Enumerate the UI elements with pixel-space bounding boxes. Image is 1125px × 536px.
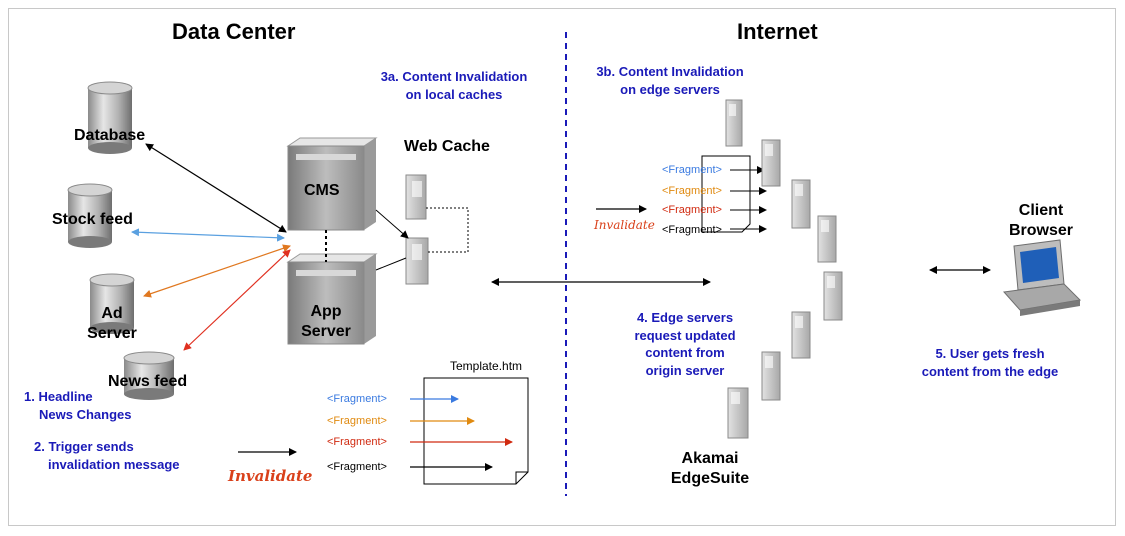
web-cache-label: Web Cache	[404, 138, 490, 155]
news-feed-label: News feed	[108, 373, 188, 390]
client-label-line2: Browser	[1008, 222, 1074, 239]
step-4-line1: 4. Edge servers	[636, 310, 734, 325]
akamai-label-line2: EdgeSuite	[670, 470, 750, 487]
edge-server-icon	[761, 139, 781, 187]
step-3a-line1: 3a. Content Invalidation	[380, 69, 528, 84]
app-to-cache-line	[375, 257, 407, 271]
step-3a-line2: on local caches	[405, 86, 503, 102]
step-2-line1: 2. Trigger sends	[34, 439, 134, 454]
client-computer-icon	[1003, 239, 1082, 316]
edge-server-icon	[761, 351, 781, 401]
cms-server-icon	[286, 137, 378, 231]
step-2-line2: invalidation message	[48, 456, 180, 472]
news-feed-cylinder-icon	[123, 351, 175, 400]
step-3b-caption: 3b. Content Invalidation on edge servers	[580, 63, 760, 98]
edge-server-icon	[823, 271, 843, 321]
edge-server-icon	[727, 387, 749, 439]
edge-fragment-1: <Fragment>	[662, 164, 722, 176]
step-5-caption: 5. User gets fresh content from the edge	[900, 345, 1080, 380]
news-feed-link-arrow	[183, 249, 291, 351]
step-4-line2: request updated	[634, 327, 736, 343]
stock-feed-cylinder-icon	[67, 183, 113, 248]
template-fragment-3: <Fragment>	[327, 436, 387, 448]
stock-feed-link-arrow	[131, 228, 285, 242]
ad-server-label-line1: Ad	[101, 305, 123, 322]
template-fragment-2: <Fragment>	[327, 415, 387, 427]
diagram-frame	[8, 8, 1116, 526]
akamai-edgesuite-label: Akamai EdgeSuite	[655, 449, 765, 489]
client-browser-label: Client Browser	[1004, 201, 1078, 241]
step-4-caption: 4. Edge servers request updated content …	[620, 309, 750, 379]
edge-fragment-2: <Fragment>	[662, 185, 722, 197]
client-label-line1: Client	[1018, 202, 1064, 219]
step-5-line2: content from the edge	[921, 363, 1059, 379]
data-center-heading: Data Center	[172, 19, 296, 44]
ad-server-label-line2: Server	[87, 325, 137, 342]
edge-server-icon	[791, 179, 811, 229]
template-filename: Template.htm	[450, 359, 523, 373]
app-server-label-line1: App	[310, 303, 342, 320]
web-cache-server-icon	[405, 237, 429, 285]
step-2-caption: 2. Trigger sends invalidation message	[34, 438, 180, 473]
step-3b-line2: on edge servers	[620, 81, 720, 97]
step-1-line1: 1. Headline	[24, 389, 93, 404]
edge-server-icon	[791, 311, 811, 359]
step-3b-line1: 3b. Content Invalidation	[596, 64, 744, 79]
app-server-label: App Server	[294, 302, 358, 342]
template-fragment-1: <Fragment>	[327, 393, 387, 405]
cms-to-cache-arrow	[375, 209, 409, 239]
database-cylinder-icon	[87, 81, 133, 154]
app-server-label-line2: Server	[301, 323, 351, 340]
template-document-icon	[423, 377, 529, 485]
step-3a-caption: 3a. Content Invalidation on local caches	[364, 68, 544, 103]
edge-fragment-4: <Fragment>	[662, 224, 722, 236]
template-fragment-4: <Fragment>	[327, 461, 387, 473]
web-cache-server-icon	[405, 174, 427, 220]
step-4-line4: origin server	[645, 362, 725, 378]
web-cache-dotted-link	[426, 207, 469, 253]
app-server-icon	[286, 253, 378, 345]
database-link-arrow	[145, 143, 287, 233]
step-1-line2: News Changes	[39, 406, 132, 422]
internet-heading: Internet	[737, 19, 818, 44]
edge-server-icon	[725, 99, 743, 147]
edge-invalidate-label: Invalidate	[594, 218, 655, 232]
template-invalidate-label: Invalidate	[228, 467, 313, 485]
stock-feed-label: Stock feed	[52, 211, 133, 228]
akamai-label-line1: Akamai	[681, 450, 739, 467]
database-label: Database	[74, 127, 146, 144]
step-1-caption: 1. Headline News Changes	[24, 388, 131, 423]
step-5-line1: 5. User gets fresh	[935, 346, 1045, 361]
cms-label: CMS	[304, 182, 340, 199]
ad-server-cylinder-icon	[89, 273, 135, 334]
edge-server-icon	[817, 215, 837, 263]
edge-fragment-3: <Fragment>	[662, 204, 722, 216]
step-4-line3: content from	[645, 345, 725, 361]
ad-server-label: Ad Server	[86, 304, 138, 344]
edge-fragment-document-icon	[701, 155, 751, 233]
